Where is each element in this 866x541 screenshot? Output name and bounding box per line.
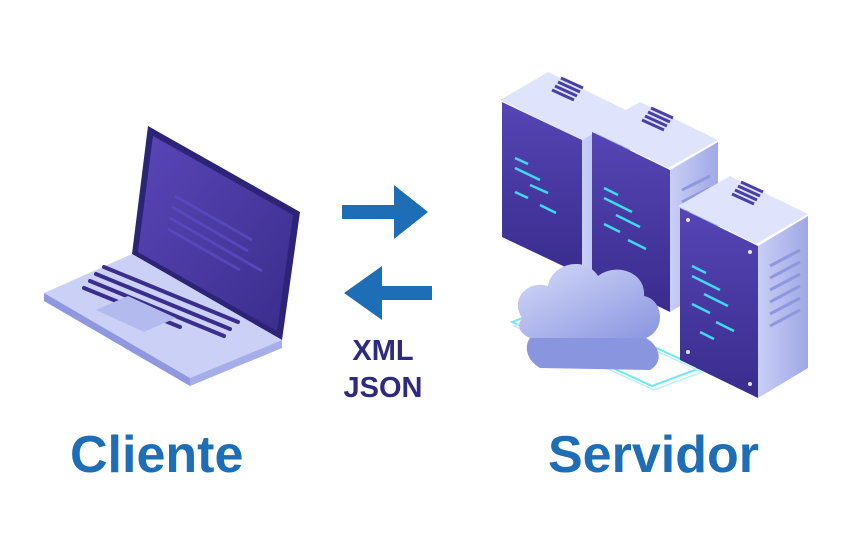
laptop-icon [44,126,300,386]
server-tower [678,176,808,398]
server-rack-icon [500,72,808,398]
cloud-icon [517,263,661,370]
server-tower [590,102,718,312]
arrow-left-icon [344,266,432,320]
server-label: Servidor [548,426,759,484]
client-label: Cliente [70,426,244,484]
arrow-right-icon [342,185,428,239]
format-xml-label: XML [352,335,414,367]
format-json-label: JSON [343,372,423,404]
